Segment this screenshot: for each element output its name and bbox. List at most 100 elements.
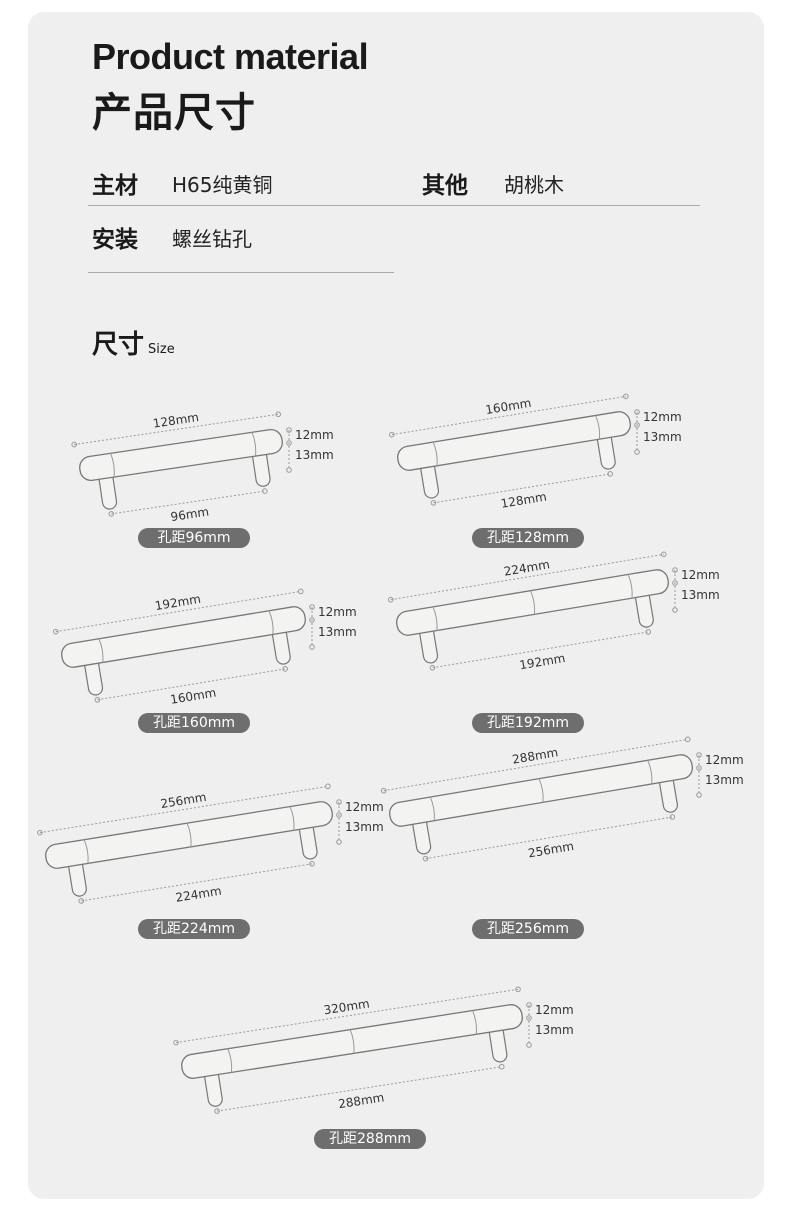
leg-height-label: 13mm — [705, 773, 744, 787]
dimension-dot — [696, 792, 702, 798]
handle-bar — [79, 428, 283, 482]
hole-spacing-tag: 孔距96mm — [138, 528, 250, 548]
handle-bar — [389, 754, 693, 827]
handle-leg — [418, 627, 439, 664]
hole-dimension-line — [425, 816, 673, 860]
handle-divider — [251, 432, 257, 457]
dimension-dot — [309, 617, 315, 623]
handle-leg — [488, 1026, 508, 1063]
length-dimension-line — [391, 395, 626, 436]
handle-bar — [396, 569, 669, 636]
dimension-dot — [309, 644, 315, 650]
spec-label-material: 主材 — [92, 173, 138, 199]
leg-height-label: 13mm — [643, 430, 682, 444]
dimension-dot — [430, 500, 437, 506]
bar-height-label: 12mm — [643, 410, 682, 424]
bar-height-label: 12mm — [345, 800, 384, 814]
dimension-dot — [696, 765, 702, 771]
length-dimension-line — [55, 590, 301, 633]
handle-divider — [98, 638, 104, 663]
handle-divider — [595, 415, 601, 440]
hole-spacing-label: 96mm — [170, 505, 210, 525]
hole-dimension-line — [81, 863, 313, 902]
hole-spacing-tag: 孔距288mm — [314, 1129, 426, 1149]
handle-leg — [634, 591, 654, 628]
spec-label-other: 其他 — [422, 173, 468, 199]
dimension-dot — [380, 787, 387, 794]
title-chinese: 产品尺寸 — [92, 90, 256, 136]
hole-dimension-line — [432, 631, 649, 669]
dimension-dot — [37, 829, 43, 836]
hole-spacing-tag: 孔距192mm — [472, 713, 584, 733]
leg-height-label: 13mm — [318, 625, 357, 639]
handle-leg — [271, 628, 291, 665]
dimension-dot — [262, 488, 268, 494]
handle-leg — [67, 860, 87, 897]
dimension-dot — [526, 1002, 532, 1008]
handle-leg — [203, 1070, 223, 1107]
dimension-dot — [336, 812, 342, 818]
length-label: 288mm — [511, 745, 559, 767]
handle-1: 128mm 96mm — [71, 410, 283, 525]
handle-leg — [298, 823, 318, 860]
handle-leg — [411, 817, 432, 855]
dimension-dot — [325, 783, 331, 790]
hole-spacing-label: 288mm — [337, 1090, 385, 1111]
dimension-dot — [622, 393, 629, 400]
handle-3: 192mm 160mm — [53, 588, 306, 707]
handle-divider — [186, 822, 192, 847]
handle-divider — [349, 1029, 355, 1054]
handle-divider — [627, 574, 633, 599]
divider — [88, 205, 700, 206]
dimension-dot — [78, 898, 85, 904]
dimension-dot — [309, 861, 315, 867]
handle-divider — [289, 806, 295, 831]
dimension-dot — [297, 588, 304, 595]
dimension-dot — [672, 607, 678, 613]
hole-dimension-line — [433, 473, 611, 504]
hole-spacing-label: 160mm — [169, 686, 217, 707]
dimension-dot — [645, 629, 652, 635]
handle-leg — [97, 473, 118, 510]
dimension-dot — [672, 567, 678, 573]
handle-divider — [472, 1010, 477, 1035]
dimension-dot — [526, 1015, 532, 1021]
dimension-dot — [286, 427, 292, 433]
handle-divider — [429, 796, 435, 821]
hole-spacing-tag: 孔距160mm — [138, 713, 250, 733]
dimension-dot — [214, 1108, 220, 1114]
length-dimension-line — [383, 738, 688, 792]
size-title: 尺寸 — [92, 330, 145, 360]
handle-leg — [658, 776, 678, 813]
leg-height-label: 13mm — [295, 448, 334, 462]
handle-divider — [432, 441, 438, 466]
dimension-dot — [173, 1039, 179, 1046]
length-dimension-line — [39, 785, 328, 834]
handle-divider — [530, 590, 536, 615]
bar-height-label: 12mm — [535, 1003, 574, 1017]
dimension-dot — [94, 697, 101, 703]
handle-leg — [419, 462, 439, 499]
length-label: 192mm — [154, 592, 202, 613]
dimension-dot — [389, 431, 395, 438]
handle-divider — [83, 839, 89, 864]
handle-divider — [432, 606, 438, 631]
handle-divider — [227, 1048, 233, 1073]
handle-divider — [647, 760, 653, 785]
handle-divider — [538, 778, 544, 803]
spec-value-install: 螺丝钻孔 — [172, 227, 252, 251]
leg-height-label: 13mm — [345, 820, 384, 834]
hole-spacing-label: 224mm — [175, 884, 223, 905]
dimension-dot — [108, 511, 115, 517]
dimension-dot — [634, 449, 640, 455]
length-dimension-line — [175, 988, 519, 1044]
dimension-dot — [684, 736, 691, 743]
dimension-dot — [607, 471, 613, 477]
length-label: 128mm — [152, 410, 200, 431]
